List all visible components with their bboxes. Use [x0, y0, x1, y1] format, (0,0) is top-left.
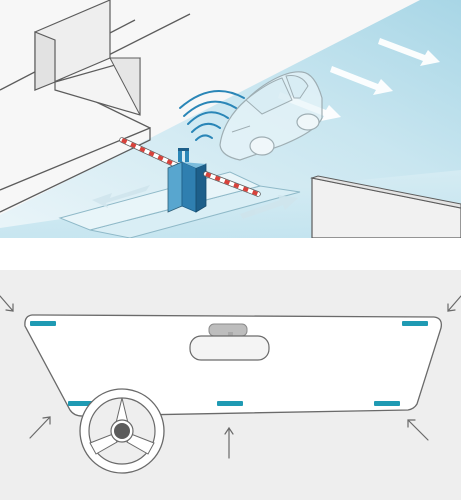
right-building: [310, 175, 461, 238]
sticker-bottom-right: [374, 401, 400, 406]
windshield-illustration: [0, 270, 461, 500]
barrier-gate-icon: [167, 148, 207, 213]
car-icon: [219, 71, 323, 161]
pointer-arrow-icon: [0, 295, 14, 312]
steering-wheel-icon: [79, 388, 165, 474]
pointer-arrow-icon: [224, 426, 234, 459]
sticker-bottom-center: [217, 401, 243, 406]
pointer-arrows: [0, 295, 461, 459]
pointer-arrow-icon: [407, 419, 429, 441]
sticker-bottom-left: [68, 401, 94, 406]
barrier-arm-right: [203, 171, 261, 197]
booth-building: [34, 0, 141, 116]
flow-arrow: [92, 185, 150, 208]
sticker-top-right: [402, 321, 428, 326]
signal-waves-icon: [179, 90, 245, 141]
barrier-arm-left: [119, 137, 181, 169]
windshield-scene: [0, 270, 461, 500]
pointer-arrow-icon: [447, 295, 461, 312]
rearview-mirror-icon: [189, 323, 270, 361]
flow-arrow: [330, 66, 393, 95]
flow-arrow: [240, 195, 298, 219]
sticker-top-left: [30, 321, 56, 326]
flow-arrow: [378, 38, 440, 66]
windshield-stickers: [30, 321, 428, 406]
toll-gate-scene: [0, 0, 461, 238]
toll-gate-illustration: [0, 0, 461, 238]
traffic-flow-arrows-faint: [92, 185, 298, 219]
curb-line: [0, 127, 151, 213]
pointer-arrow-icon: [29, 416, 51, 439]
